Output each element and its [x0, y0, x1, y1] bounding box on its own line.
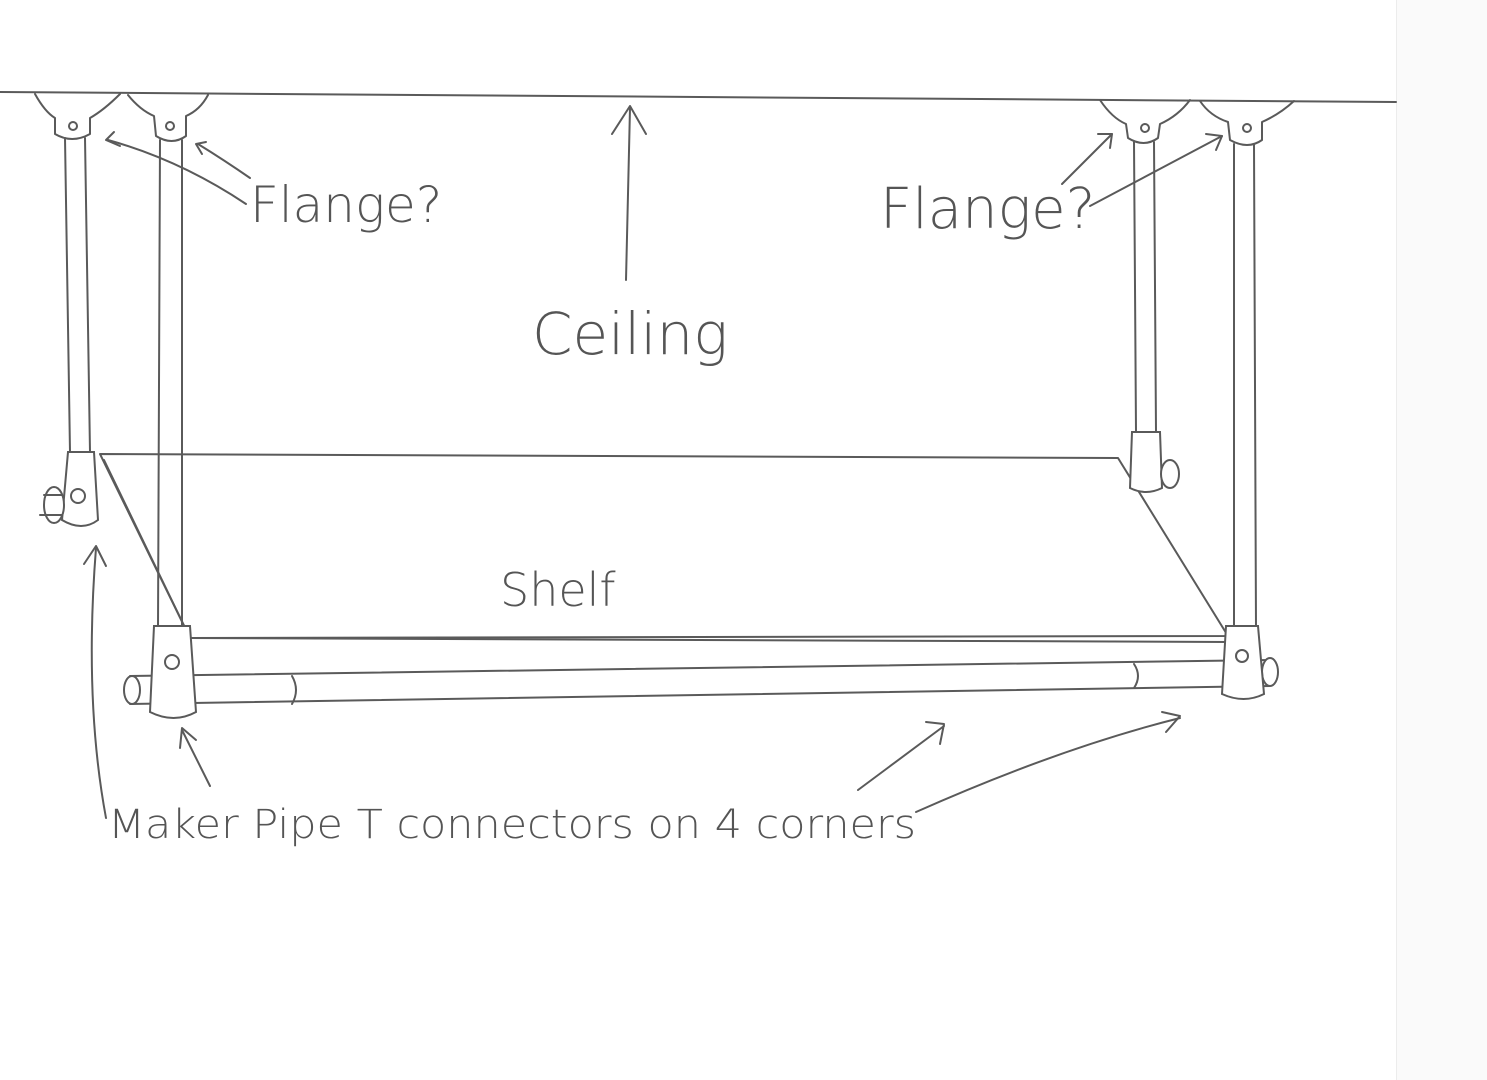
- scanner-edge: [1396, 0, 1487, 1080]
- arrow-connector-front-right: [915, 711, 1181, 813]
- t-connector-right-rear: [1128, 431, 1180, 493]
- flange-left-outer: [34, 93, 121, 140]
- flange-label-right: Flange?: [880, 177, 1095, 242]
- t-connector-left-rear: [39, 451, 100, 527]
- pipe-left-inner: [157, 139, 183, 629]
- t-connector-left-front: [148, 625, 198, 719]
- flange-right-inner: [1099, 99, 1191, 144]
- connectors-label: Maker Pipe T connectors on 4 corners: [108, 802, 916, 848]
- t-connector-right-front: [1220, 625, 1266, 700]
- arrow-ceiling: [611, 105, 647, 281]
- arrow-flange-right-1: [1061, 133, 1113, 185]
- arrow-flange-left-2: [195, 141, 251, 179]
- ceiling-label: Ceiling: [532, 300, 728, 368]
- pipe-left-outer: [64, 137, 91, 453]
- front-horizontal-pipe: [123, 657, 1279, 705]
- arrow-flange-left-1: [105, 131, 247, 205]
- arrow-connector-rear-left: [83, 545, 107, 819]
- arrow-flange-right-2: [1089, 133, 1223, 207]
- ceiling-line: [0, 91, 1397, 103]
- arrow-connector-rear-right: [857, 721, 945, 791]
- flange-left-inner: [127, 94, 209, 142]
- shelf-board: [99, 453, 1231, 643]
- flange-right-outer: [1199, 100, 1295, 146]
- arrow-connector-front-left: [179, 727, 211, 787]
- pipe-right-inner: [1133, 141, 1157, 433]
- pipe-right-outer: [1233, 143, 1257, 629]
- flange-label-left: Flange?: [250, 176, 442, 234]
- shelf-label: Shelf: [500, 563, 616, 617]
